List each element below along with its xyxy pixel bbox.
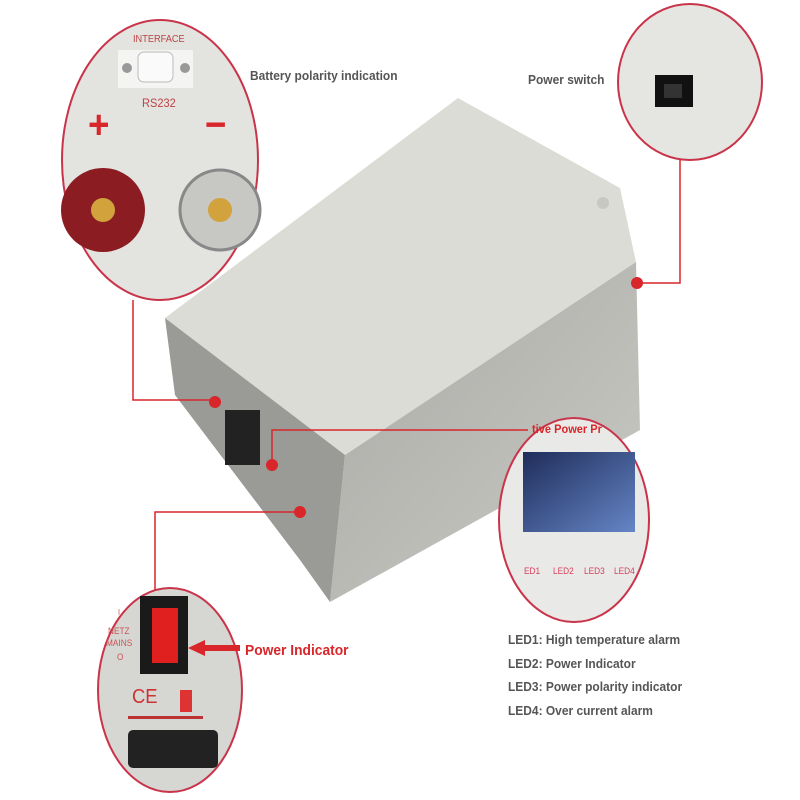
- interface-label: INTERFACE: [133, 34, 185, 45]
- legend-item: LED1: High temperature alarm: [508, 632, 681, 647]
- callout-dots: [209, 277, 643, 518]
- minus-sign: −: [205, 103, 227, 147]
- power-switch-closeup: [617, 3, 763, 161]
- lcd-screen: [523, 452, 635, 532]
- recycle-mark: [180, 690, 192, 712]
- arrow-icon: [188, 640, 240, 656]
- rs232-label: RS232: [142, 96, 176, 110]
- power-indicator-label: Power Indicator: [245, 642, 349, 659]
- switch-on-label: I: [118, 608, 121, 617]
- power-switch-label: Power switch: [528, 72, 605, 87]
- callout-lines: [132, 160, 681, 592]
- legend-item: LED3: Power polarity indicator: [508, 679, 683, 694]
- led-panel-header: tive Power Pr: [532, 422, 602, 436]
- netz-label: NETZ: [108, 626, 130, 636]
- led-label: LED4: [614, 566, 635, 576]
- iec-socket: [128, 730, 218, 768]
- switch-off-label: O: [117, 652, 124, 662]
- led-label: LED2: [553, 566, 574, 576]
- led-legend: LED1: High temperature alarm LED2: Power…: [508, 628, 682, 722]
- mains-label: MAINS: [106, 638, 133, 648]
- legend-item: LED2: Power Indicator: [508, 655, 636, 671]
- mains-switch-closeup: [97, 587, 243, 793]
- device-body: [165, 98, 640, 602]
- plus-sign: +: [88, 103, 110, 147]
- battery-polarity-label: Battery polarity indication: [250, 68, 398, 83]
- power-inlet: [225, 410, 260, 465]
- power-indicator-switch: [152, 608, 178, 663]
- led-panel-closeup: [498, 417, 650, 623]
- led-label: ED1: [524, 566, 541, 576]
- legend-item: LED4: Over current alarm: [508, 702, 653, 718]
- battery-terminal-closeup: [61, 19, 262, 301]
- ce-mark: CE: [132, 686, 158, 708]
- led-label: LED3: [584, 566, 605, 576]
